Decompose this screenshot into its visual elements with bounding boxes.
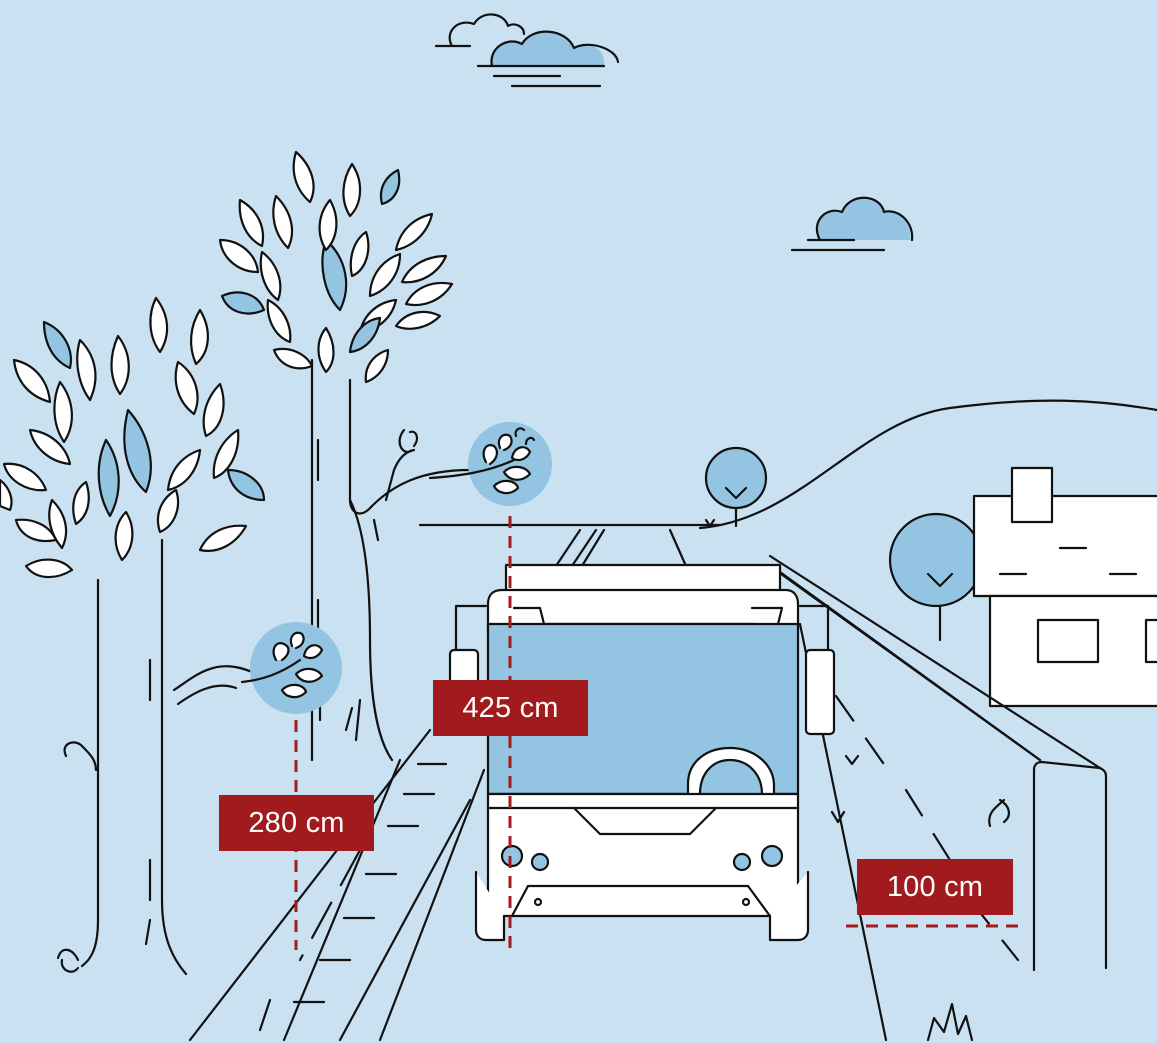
cloud-right	[790, 196, 914, 252]
branch-clearance-label: 280 cm	[219, 795, 374, 851]
branch-cluster-left	[240, 622, 342, 714]
cloud-top	[434, 13, 620, 88]
tree-left	[0, 296, 292, 976]
road-right	[768, 554, 1108, 1042]
hill-line	[698, 399, 1157, 530]
bus	[448, 563, 836, 942]
side-clearance-label: 100 cm	[857, 859, 1013, 915]
bus-height-label: 425 cm	[433, 680, 588, 736]
house	[888, 466, 1157, 708]
measurement-lines	[294, 516, 1026, 955]
road-center	[188, 528, 688, 1042]
branch-cluster-right	[428, 422, 552, 506]
hill-tree	[704, 446, 768, 528]
